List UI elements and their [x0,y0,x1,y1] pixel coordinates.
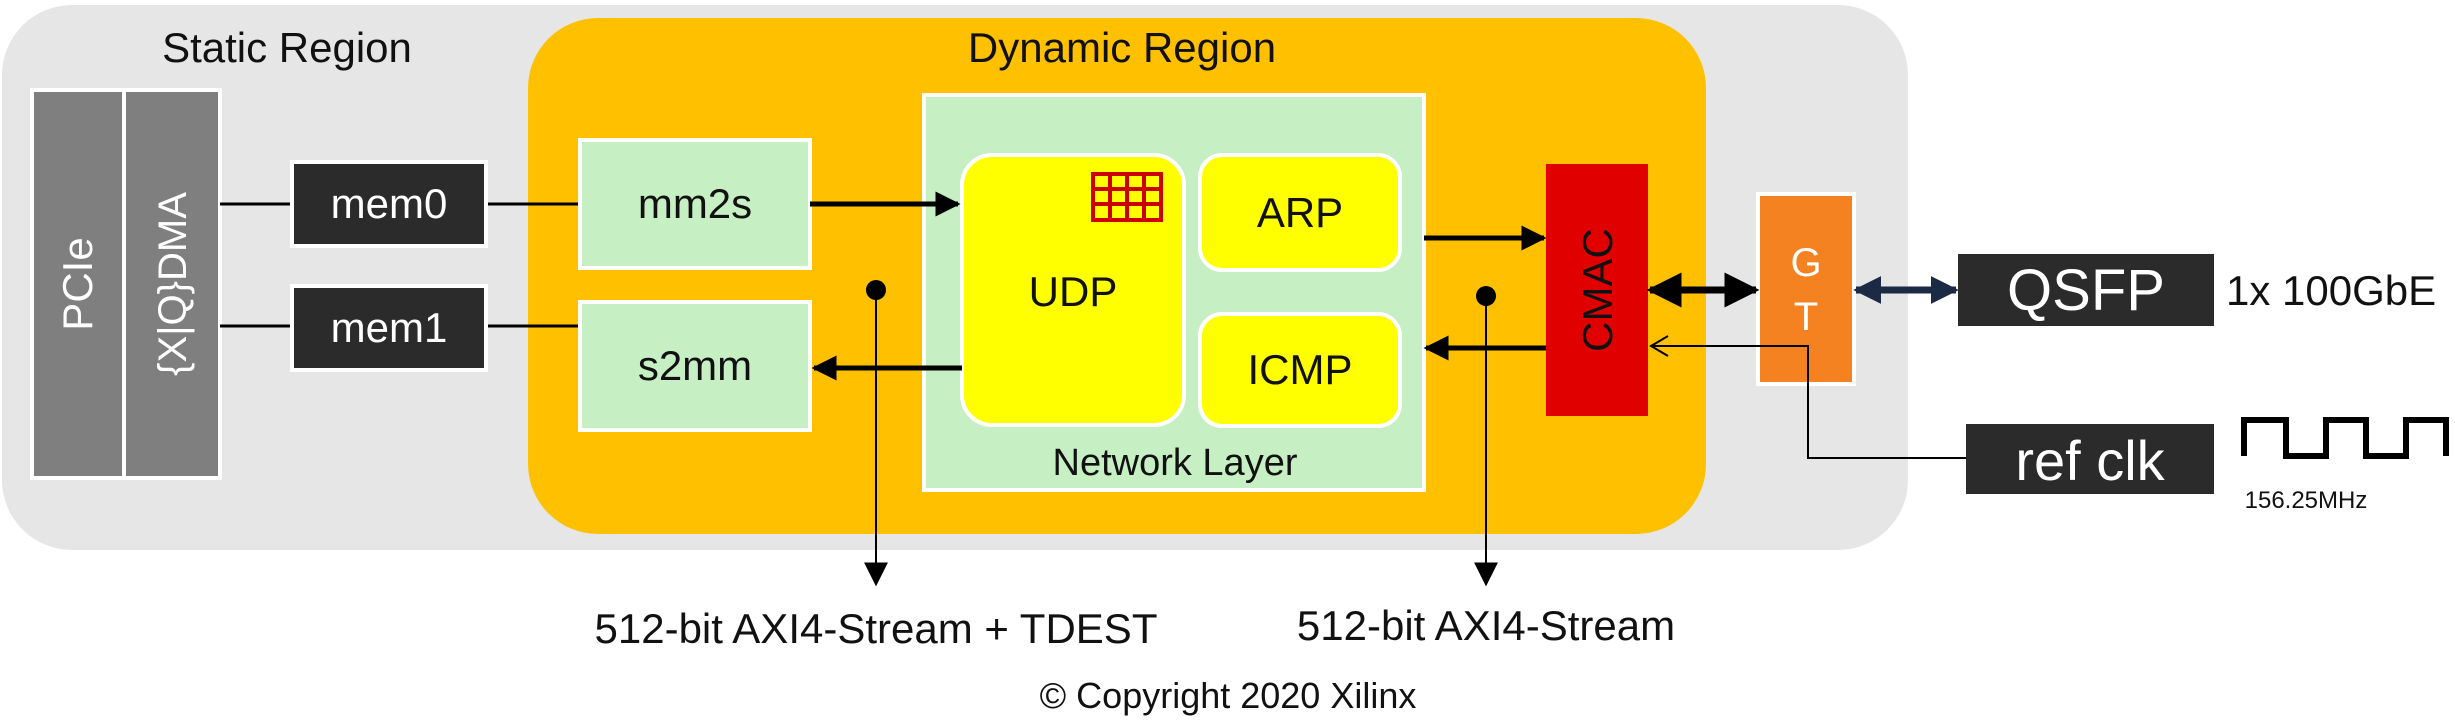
mem0-block [290,160,488,248]
ref-clk-label: ref clk [2015,429,2165,492]
stream-right-label: 512-bit AXI4-Stream [1297,602,1675,649]
udp-label: UDP [1029,268,1118,315]
qsfp-block [1958,254,2214,326]
s2mm-label: s2mm [638,342,752,389]
cmac-label: CMAC [1574,228,1621,352]
ref-clk-arrowhead [1649,335,1669,357]
clock-waveform-icon [2241,417,2449,459]
dynamic-region-label: Dynamic Region [968,24,1276,71]
pcie-label: PCIe [54,237,101,330]
arp-block [1198,153,1402,272]
clock-frequency-label: 156.25MHz [2245,487,2368,514]
mem1-block [290,284,488,372]
network-layer-label: Network Layer [1053,442,1298,484]
udp-block [960,153,1186,427]
pcie-block [30,88,126,480]
link-speed-label: 1x 100GbE [2226,267,2436,314]
dma-label: {X|Q}DMA [151,192,195,376]
mm2s-block [578,138,812,270]
static-region-label: Static Region [162,24,412,71]
copyright-label: © Copyright 2020 Xilinx [1040,675,1417,716]
gt-label-bottom: T [1794,295,1818,339]
gt-label-top: G [1790,241,1821,285]
stream-left-label: 512-bit AXI4-Stream + TDEST [595,605,1158,652]
mem1-label: mem1 [331,304,448,351]
arp-label: ARP [1257,189,1343,236]
table-icon [1091,172,1163,222]
s2mm-block [578,300,812,432]
dma-block [122,88,222,480]
icmp-block [1198,312,1402,428]
gt-block [1756,192,1856,386]
mem0-label: mem0 [331,180,448,227]
icmp-label: ICMP [1248,346,1353,393]
qsfp-label: QSFP [2007,258,2165,323]
cmac-block [1546,164,1648,416]
ref-clk-route [1652,345,1966,459]
ref-clk-block [1966,424,2214,494]
mm2s-label: mm2s [638,180,752,227]
